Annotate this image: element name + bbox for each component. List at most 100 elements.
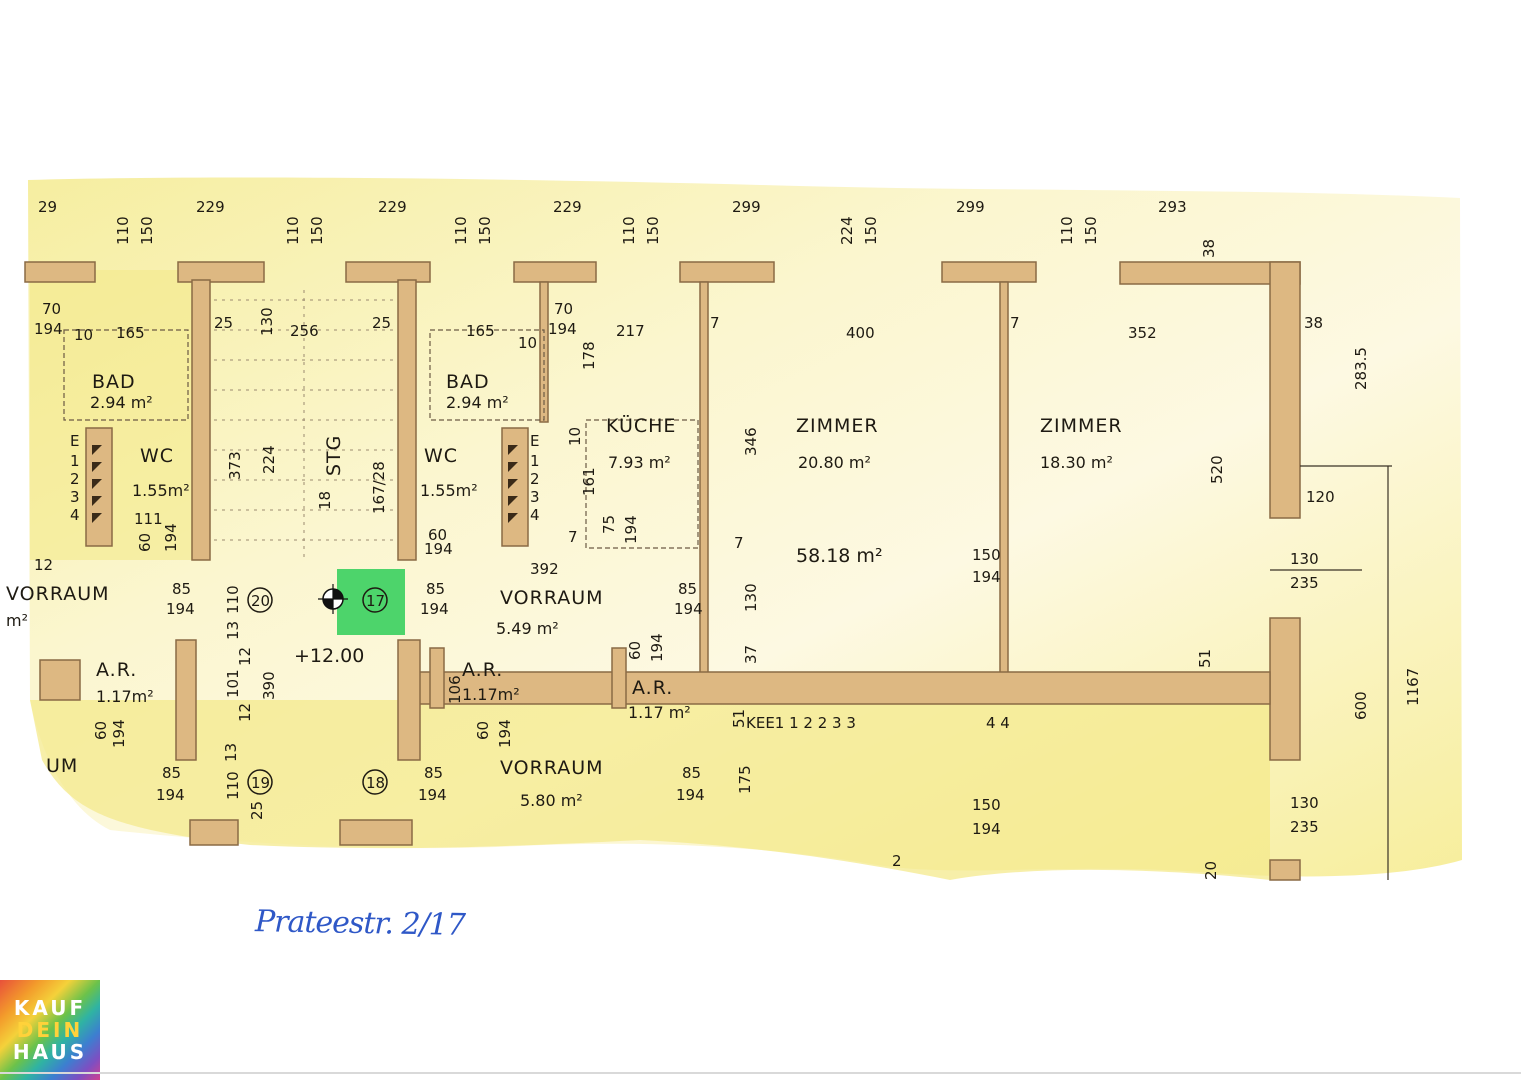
- vorraum-lower-d85a: 85: [424, 764, 443, 782]
- svg-text:1: 1: [530, 452, 540, 470]
- wc-left-name: WC: [140, 445, 174, 467]
- logo-line-3: HAUS: [12, 1040, 88, 1064]
- vorraum-main-d194b: 194: [674, 600, 703, 618]
- vorraum-main-area: 5.49 m²: [496, 619, 559, 638]
- bad-left-d70: 70: [42, 300, 61, 318]
- zimmer1-name: ZIMMER: [796, 415, 879, 437]
- bad-left-name: BAD: [92, 371, 136, 393]
- zimmer2-d283: 283.5: [1352, 347, 1370, 390]
- top-dim-299b: 299: [956, 198, 985, 216]
- kueche-d70: 70: [554, 300, 573, 318]
- ar-mid-area: 1.17m²: [462, 685, 520, 704]
- svg-text:E: E: [530, 432, 539, 450]
- zimmer1-area: 20.80 m²: [798, 453, 871, 472]
- vorraum-lower-left-name: UM: [46, 755, 78, 777]
- wc-right-d194: 194: [424, 540, 453, 558]
- side-d130a: 130: [1290, 550, 1319, 568]
- vorraum-main-d85a: 85: [426, 580, 445, 598]
- keller-row: KEE1 1 2 2 3 3: [746, 714, 856, 732]
- lower-yellow-band: [30, 700, 1270, 880]
- top-dim-150f: 150: [1082, 216, 1100, 245]
- unit-17: 17: [366, 592, 385, 610]
- side-d51b: 51: [730, 709, 748, 728]
- stair-d224: 224: [260, 445, 278, 474]
- bad-right-area: 2.94 m²: [446, 393, 509, 412]
- vorraum-left-name: VORRAUM: [6, 583, 110, 605]
- zimmer2-w: 352: [1128, 324, 1157, 342]
- svg-text:1: 1: [70, 452, 80, 470]
- zimmer2-area: 18.30 m²: [1040, 453, 1113, 472]
- wc-left-d111: 111: [134, 510, 163, 528]
- zimmer1-d7a: 7: [710, 314, 720, 332]
- side-d2: 2: [892, 852, 902, 870]
- side-d150a: 150: [972, 546, 1001, 564]
- unit-circles: [247, 587, 388, 795]
- ar-right-d194: 194: [648, 633, 666, 662]
- bad-right-w: 165: [466, 322, 495, 340]
- ar-mid-d194: 194: [496, 719, 514, 748]
- ar-left-d194: 194: [110, 719, 128, 748]
- top-dim-150e: 150: [862, 216, 880, 245]
- side-d235b: 235: [1290, 818, 1319, 836]
- wc-left-d194: 194: [162, 523, 180, 552]
- bad-left-d194: 194: [34, 320, 63, 338]
- side-d130b: 130: [1290, 794, 1319, 812]
- ar-mid-d60: 60: [474, 721, 492, 740]
- svg-text:3: 3: [70, 488, 80, 506]
- ar-left-area: 1.17m²: [96, 687, 154, 706]
- stair-d18: 18: [316, 491, 334, 510]
- ar-mid-d106: 106: [446, 675, 464, 704]
- vorraum-lower-name: VORRAUM: [500, 757, 604, 779]
- stair-d25b: 25: [372, 314, 391, 332]
- top-dim-224: 224: [838, 216, 856, 245]
- side-d194b: 194: [972, 820, 1001, 838]
- top-dim-150a: 150: [138, 216, 156, 245]
- stair-d25a: 25: [214, 314, 233, 332]
- bad-left-w: 165: [116, 324, 145, 342]
- zimmer1-w: 400: [846, 324, 875, 342]
- side-d37: 37: [742, 645, 760, 664]
- svg-text:3: 3: [530, 488, 540, 506]
- vorraum-main-d194a: 194: [420, 600, 449, 618]
- top-dim-38: 38: [1200, 239, 1218, 258]
- side-d194a: 194: [972, 568, 1001, 586]
- wc-right-name: WC: [424, 445, 458, 467]
- side-d1167: 1167: [1404, 668, 1422, 706]
- bad-right-name: BAD: [446, 371, 490, 393]
- kueche-d161: 161: [580, 467, 598, 496]
- vorraum-lower-left-d194: 194: [156, 786, 185, 804]
- hall-d25: 25: [248, 801, 266, 820]
- top-dim-110c: 110: [452, 216, 470, 245]
- svg-text:2: 2: [70, 470, 80, 488]
- top-dim-29: 29: [38, 198, 57, 216]
- hall-d110a: 110: [224, 585, 242, 614]
- kueche-w: 217: [616, 322, 645, 340]
- kaufdeinhaus-logo: KAUF DEIN HAUS: [0, 980, 100, 1080]
- top-dim-299a: 299: [732, 198, 761, 216]
- hall-level: +12.00: [294, 645, 364, 667]
- svg-text:E: E: [70, 432, 79, 450]
- side-d235a: 235: [1290, 574, 1319, 592]
- stair-d373: 373: [226, 451, 244, 480]
- top-dim-293: 293: [1158, 198, 1187, 216]
- top-dim-229c: 229: [553, 198, 582, 216]
- kueche-d10: 10: [566, 427, 584, 446]
- bad-left-area: 2.94 m²: [90, 393, 153, 412]
- kueche-d194b: 194: [622, 515, 640, 544]
- svg-text:4: 4: [530, 506, 540, 524]
- vorraum-lower-left-d85: 85: [162, 764, 181, 782]
- zimmer2-d7: 7: [1010, 314, 1020, 332]
- hall-d13b: 13: [222, 743, 240, 762]
- side-d51: 51: [1196, 649, 1214, 668]
- side-d175: 175: [736, 765, 754, 794]
- left-yellow-area: [30, 270, 200, 560]
- hall-d110b: 110: [224, 771, 242, 800]
- unit-18: 18: [366, 774, 385, 792]
- kueche-d7: 7: [568, 528, 578, 546]
- stair-d130: 130: [258, 307, 276, 336]
- svg-text:4: 4: [70, 506, 80, 524]
- stair-d256: 256: [290, 322, 319, 340]
- total-area: 58.18 m²: [796, 545, 883, 567]
- vorraum-lower-area: 5.80 m²: [520, 791, 583, 810]
